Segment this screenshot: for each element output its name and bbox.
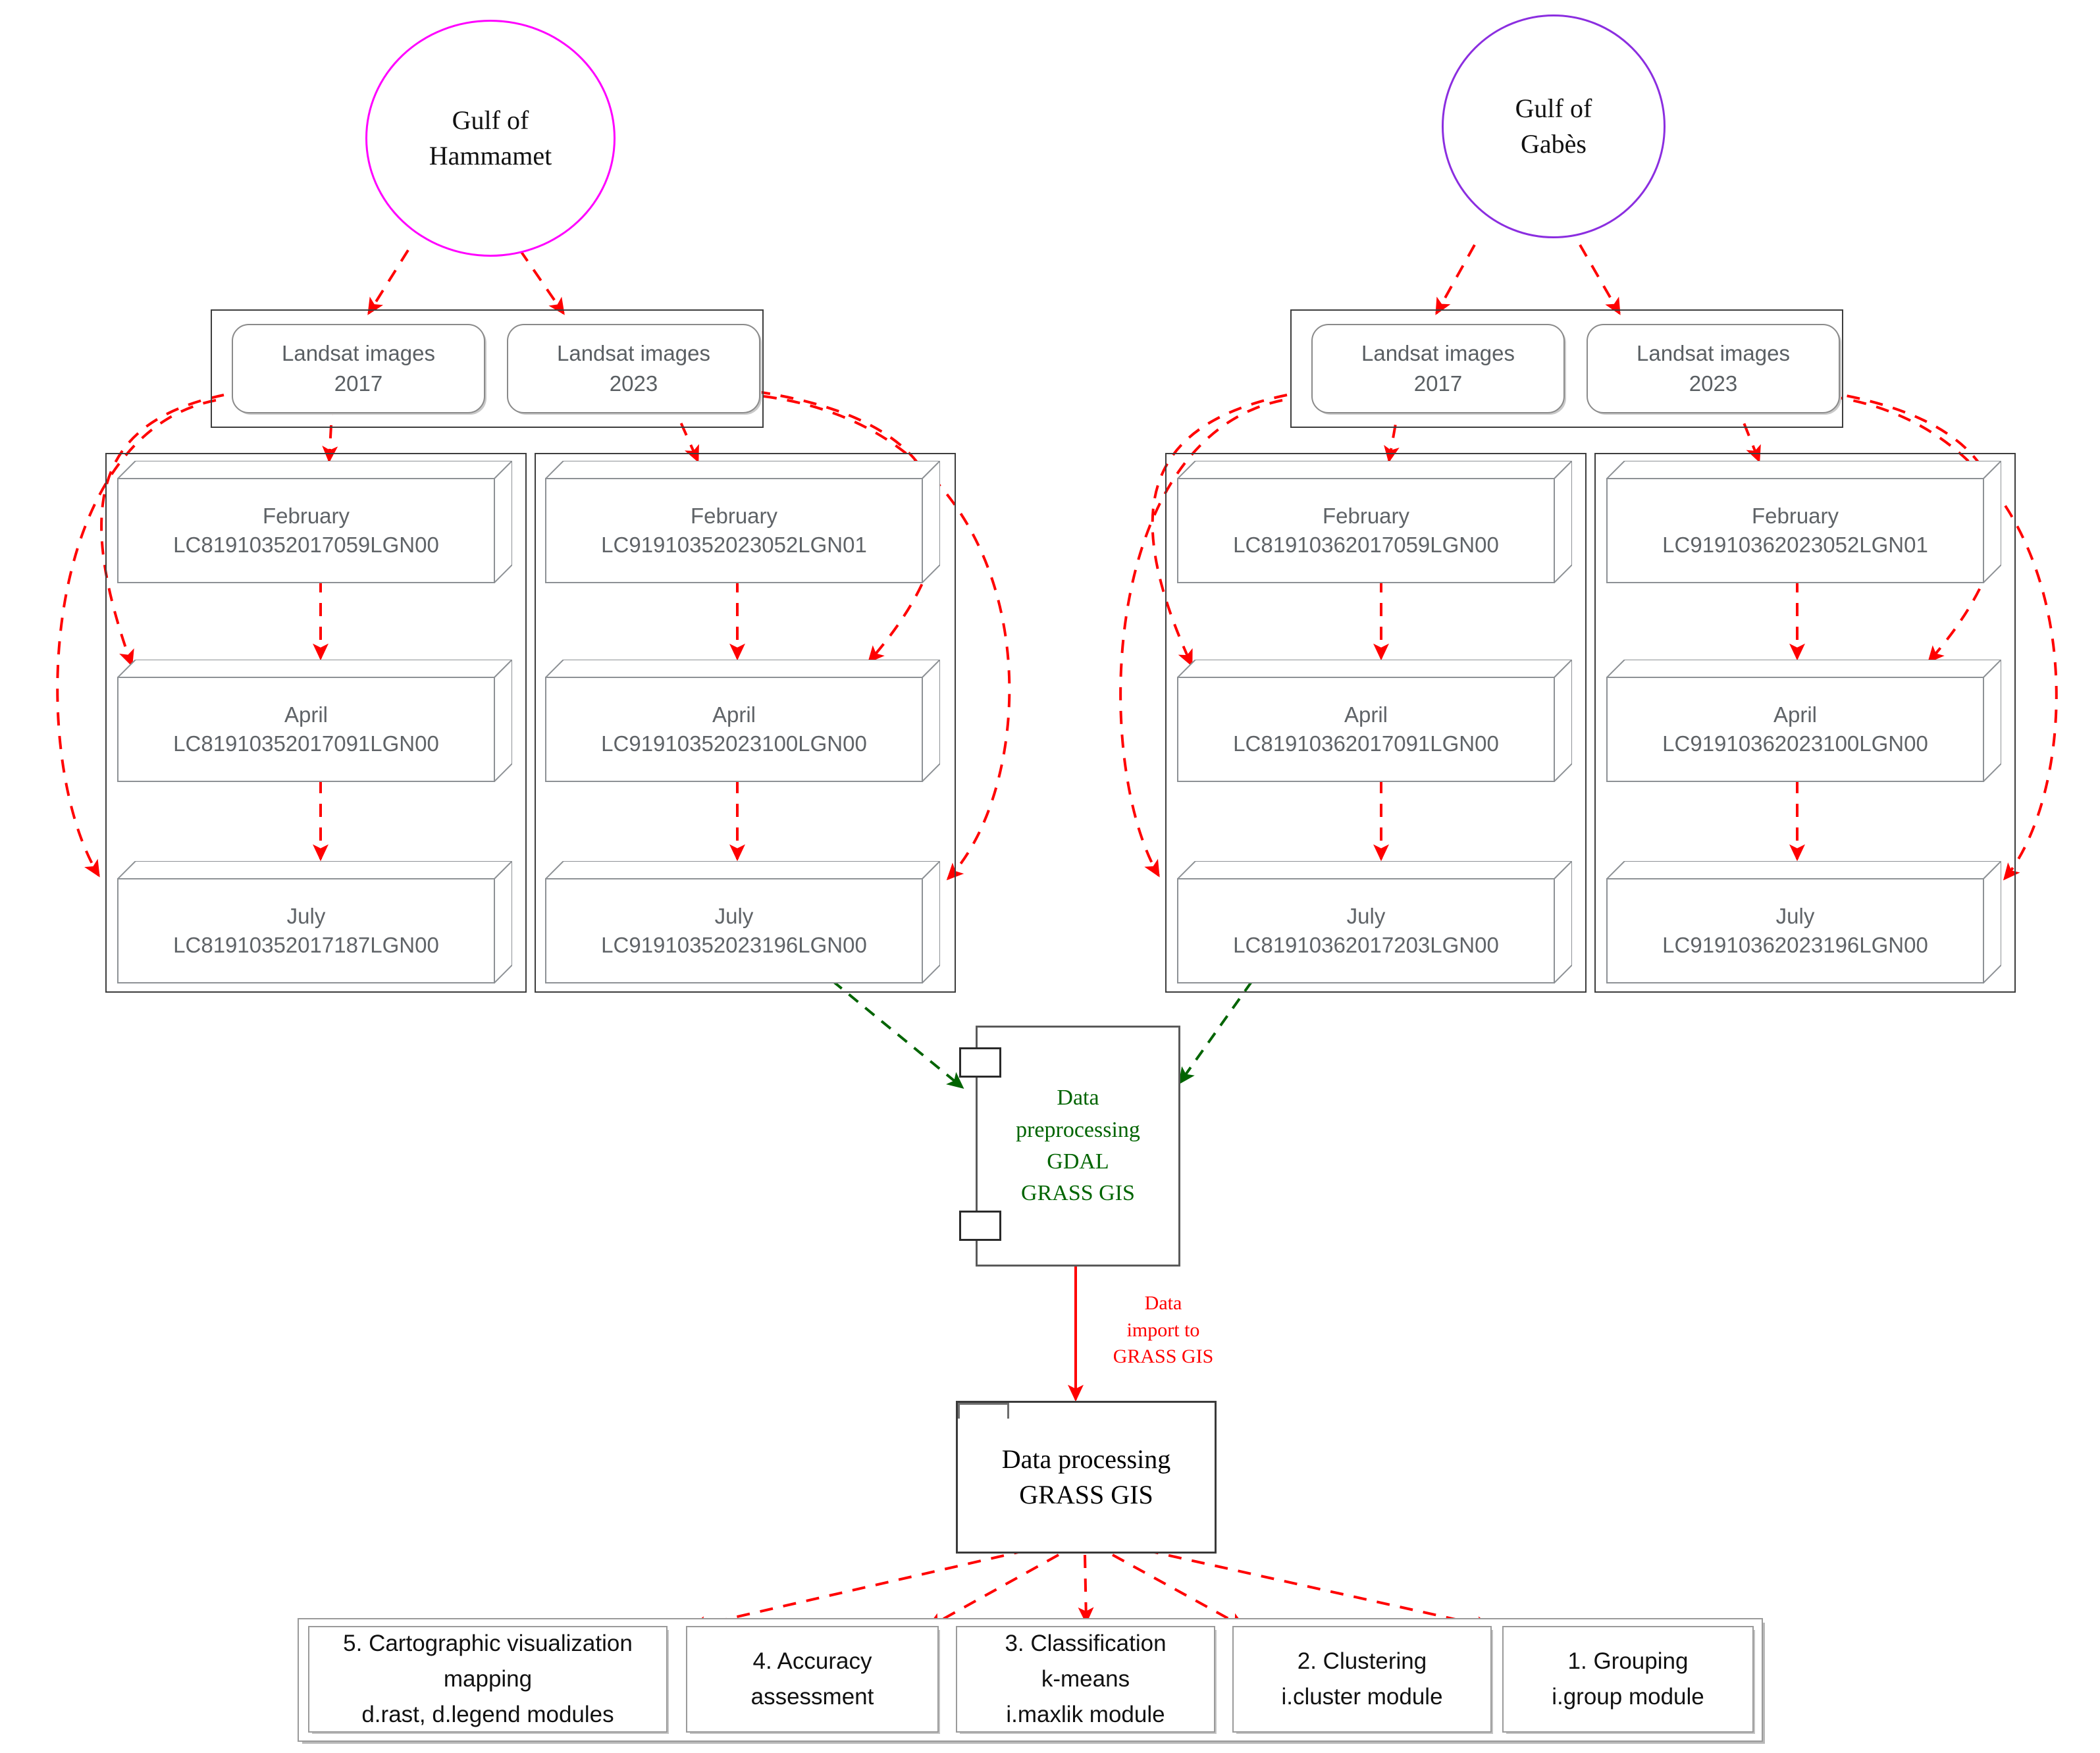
landsat-label-line1: Landsat images [1637,341,1790,366]
step-line2: assessment [750,1684,874,1710]
scene-node[interactable]: July LC91910362023196LGN00 [1606,861,2001,983]
scene-month: April [712,702,756,727]
scene-id: LC91910352023100LGN00 [601,731,867,756]
step-line1: 2. Clustering [1297,1648,1427,1674]
gulf-gabes-label-line2: Gabès [1521,129,1587,159]
hammamet-landsat-frame [211,309,764,428]
gabes-landsat-frame [1290,309,1843,428]
scene-month: April [1344,702,1388,727]
gulf-hammamet-node[interactable]: Gulf of Hammamet [365,20,616,257]
scene-id: LC91910362023100LGN00 [1662,731,1928,756]
preprocessing-line3: GDAL [1047,1149,1109,1174]
scene-id: LC91910352023052LGN01 [601,533,867,557]
preprocessing-line1: Data [1057,1086,1099,1111]
landsat-label-year: 2023 [609,371,658,396]
scene-node[interactable]: February LC81910352017059LGN00 [117,461,512,583]
step-line2: k-means [1041,1665,1130,1692]
step-line1: 1. Grouping [1567,1648,1689,1674]
scene-node[interactable]: July LC91910352023196LGN00 [545,861,940,983]
processing-line2: GRASS GIS [1019,1480,1153,1509]
gabes-2023-column-frame [1594,453,2016,993]
scene-month: April [284,702,328,727]
import-label-line3: GRASS GIS [1113,1346,1214,1367]
step-line3: d.rast, d.legend modules [361,1702,614,1728]
scene-month: July [286,903,326,928]
scene-month: July [1775,903,1815,928]
scene-id: LC81910352017187LGN00 [173,933,439,957]
gabes-landsat-2023-box[interactable]: Landsat images 2023 [1587,324,1840,413]
step-line1: 5. Cartographic visualization [343,1630,633,1656]
uml-frame-notch-icon [958,1403,1009,1419]
preprocessing-line4: GRASS GIS [1021,1181,1135,1206]
step-4-accuracy-assessment[interactable]: 4. Accuracy assessment [686,1626,939,1733]
landsat-label-line1: Landsat images [1361,341,1515,366]
import-label-line2: import to [1126,1319,1200,1341]
processing-line1: Data processing [1001,1444,1171,1474]
component-tab-bottom-icon [959,1211,1001,1241]
scene-month: July [714,903,754,928]
step-3-classification[interactable]: 3. Classification k-means i.maxlik modul… [956,1626,1215,1733]
hammamet-2023-column-frame [535,453,956,993]
step-line2: i.group module [1552,1684,1704,1710]
scene-id: LC81910352017059LGN00 [173,533,439,557]
gulf-hammamet-label-line2: Hammamet [429,141,552,170]
step-line2: mapping [443,1665,533,1692]
scene-id: LC91910362023052LGN01 [1662,533,1928,557]
scene-id: LC81910352017091LGN00 [173,731,439,756]
scene-id: LC81910362017203LGN00 [1233,933,1499,957]
scene-id: LC81910362017059LGN00 [1233,533,1499,557]
scene-node[interactable]: February LC91910362023052LGN01 [1606,461,2001,583]
scene-node[interactable]: April LC91910362023100LGN00 [1606,660,2001,782]
component-tab-top-icon [959,1047,1001,1078]
scene-month: February [1751,503,1839,528]
step-line3: i.maxlik module [1006,1702,1165,1728]
scene-node[interactable]: April LC91910352023100LGN00 [545,660,940,782]
scene-month: February [262,503,350,528]
scene-month: April [1773,702,1818,727]
data-preprocessing-node[interactable]: Data preprocessing GDAL GRASS GIS [959,1026,1180,1267]
scene-month: February [690,503,778,528]
data-processing-node[interactable]: Data processing GRASS GIS [956,1401,1217,1554]
gulf-gabes-node[interactable]: Gulf of Gabès [1442,14,1666,238]
scene-month: February [1322,503,1410,528]
scene-node[interactable]: April LC81910362017091LGN00 [1177,660,1572,782]
step-line1: 4. Accuracy [752,1648,872,1674]
scene-id: LC91910352023196LGN00 [601,933,867,957]
gulf-gabes-label-line1: Gulf of [1515,93,1592,123]
scene-id: LC91910362023196LGN00 [1662,933,1928,957]
scene-node[interactable]: February LC91910352023052LGN01 [545,461,940,583]
gulf-hammamet-label-line1: Gulf of [452,105,529,135]
data-import-edge-label: Data import to GRASS GIS [1088,1290,1239,1371]
step-1-grouping[interactable]: 1. Grouping i.group module [1502,1626,1754,1733]
landsat-label-year: 2017 [1413,371,1463,396]
landsat-label-line1: Landsat images [282,341,435,366]
hammamet-landsat-2023-box[interactable]: Landsat images 2023 [507,324,760,413]
step-2-clustering[interactable]: 2. Clustering i.cluster module [1232,1626,1492,1733]
landsat-label-year: 2023 [1689,371,1738,396]
scene-id: LC81910362017091LGN00 [1233,731,1499,756]
gabes-landsat-2017-box[interactable]: Landsat images 2017 [1311,324,1565,413]
step-line2: i.cluster module [1281,1684,1443,1710]
step-5-cartographic-visualization[interactable]: 5. Cartographic visualization mapping d.… [308,1626,668,1733]
gabes-2017-column-frame [1165,453,1587,993]
landsat-label-line1: Landsat images [557,341,710,366]
step-line1: 3. Classification [1005,1630,1167,1656]
scene-node[interactable]: July LC81910352017187LGN00 [117,861,512,983]
preprocessing-line2: preprocessing [1016,1117,1140,1142]
landsat-label-year: 2017 [334,371,383,396]
import-label-line1: Data [1144,1292,1182,1314]
scene-node[interactable]: February LC81910362017059LGN00 [1177,461,1572,583]
hammamet-2017-column-frame [105,453,527,993]
hammamet-landsat-2017-box[interactable]: Landsat images 2017 [232,324,485,413]
scene-month: July [1346,903,1386,928]
scene-node[interactable]: April LC81910352017091LGN00 [117,660,512,782]
scene-node[interactable]: July LC81910362017203LGN00 [1177,861,1572,983]
